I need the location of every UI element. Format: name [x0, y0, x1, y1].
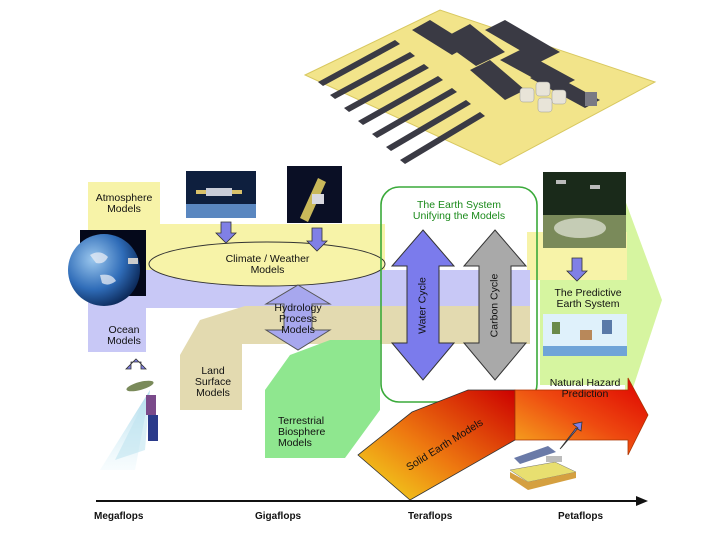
terrestrial-band: [265, 340, 380, 458]
terrestrial-biosphere-models-label: Terrestrial Biosphere Models: [278, 415, 326, 449]
natural-hazard-prediction-label: Natural Hazard Prediction: [549, 377, 621, 400]
water-cycle-label: Water Cycle: [416, 277, 429, 334]
performance-axis: [96, 496, 648, 506]
carbon-cycle-arrow: [462, 229, 528, 381]
hydrology-arrow: [264, 284, 332, 351]
prediction-map-icon: [543, 172, 626, 248]
land-surface-band: [180, 306, 530, 410]
water-cycle-arrow: [390, 229, 456, 381]
axis-tick-teraflops: Teraflops: [408, 511, 453, 522]
connector-arrows: [125, 221, 588, 370]
natural-hazard-arrow: [514, 377, 649, 456]
predictive-earth-system-label: The Predictive Earth System: [554, 287, 622, 310]
axis-tick-petaflops: Petaflops: [558, 511, 604, 522]
climate-weather-ellipse: [148, 241, 386, 287]
carbon-cycle-label: Carbon Cycle: [488, 273, 501, 338]
land-surface-models-label: Land Surface Models: [194, 365, 232, 399]
atmosphere-models-label: Atmosphere Models: [95, 192, 153, 215]
ocean-models-label: Ocean Models: [107, 324, 141, 347]
axis-tick-gigaflops: Gigaflops: [255, 511, 302, 522]
satellite-icon: [287, 166, 342, 223]
earth-globe-icon: [68, 230, 146, 306]
climate-weather-models-label: Climate / Weather Models: [225, 253, 310, 276]
supercomputer-room-icon: [303, 9, 657, 166]
satellite-icon: [186, 171, 256, 218]
predictive-system-diagram-icon: [543, 314, 627, 356]
hazard-pointer-arrow: [559, 421, 583, 450]
observation-satellite-icon: [100, 380, 158, 470]
axis-tick-megaflops: Megaflops: [94, 511, 144, 522]
earth-system-title: The Earth System Unifying the Models: [412, 199, 506, 222]
hydrology-process-models-label: Hydrology Process Models: [274, 302, 322, 336]
radar-satellite-icon: [509, 446, 577, 490]
